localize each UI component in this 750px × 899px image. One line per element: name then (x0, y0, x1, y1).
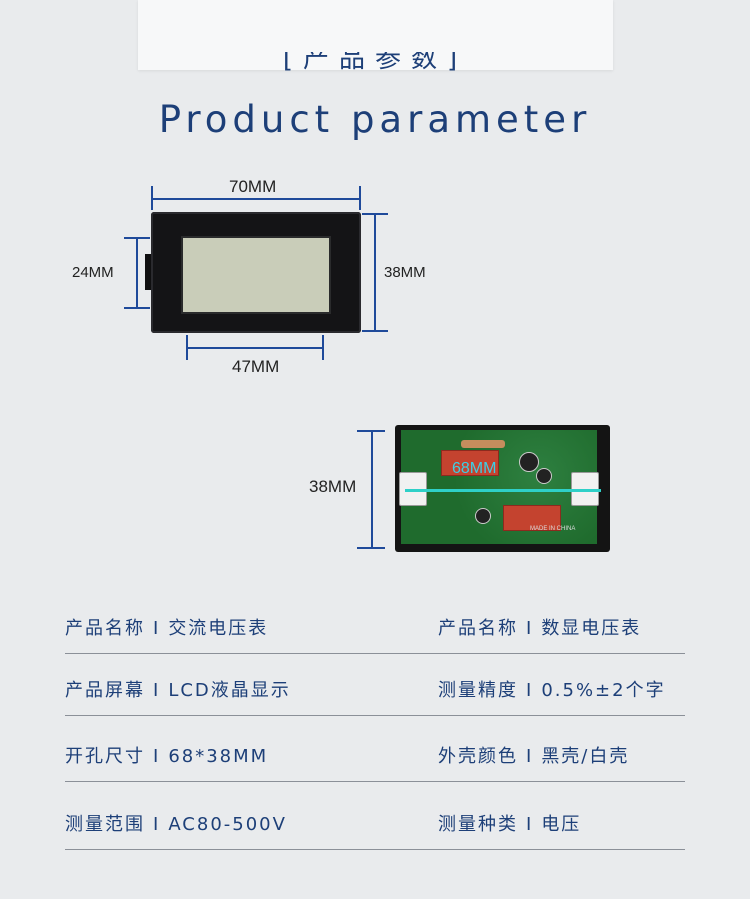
spec-separator: I (153, 618, 161, 639)
window-width-tick-right (322, 335, 324, 360)
spec-item: 外壳颜色 I 黑壳/白壳 (438, 742, 629, 768)
left-height-tick-top (124, 237, 150, 239)
spec-value: 交流电压表 (168, 618, 269, 639)
capacitor-3 (475, 508, 491, 524)
component-red-top (441, 450, 499, 476)
mounting-ear-left (145, 254, 151, 290)
spec-item: 测量精度 I 0.5%±2个字 (438, 676, 666, 702)
left-height-label: 24MM (72, 264, 114, 281)
spec-separator: I (153, 746, 161, 767)
right-height-tick-top (362, 213, 388, 215)
pcb-height-label: 38MM (309, 477, 357, 496)
spec-separator: I (153, 814, 161, 835)
spec-item: 产品名称 I 交流电压表 (65, 614, 268, 640)
spec-label: 测量种类 (438, 814, 518, 835)
spec-value: 黑壳/白壳 (541, 746, 630, 767)
width-top-label: 70MM (229, 177, 277, 196)
spec-label: 产品屏幕 (65, 680, 145, 701)
spec-label: 外壳颜色 (438, 746, 518, 767)
spec-label: 测量范围 (65, 814, 145, 835)
spec-item: 产品名称 I 数显电压表 (438, 614, 641, 640)
spec-separator: I (526, 746, 534, 767)
resistor (461, 440, 505, 448)
made-in-china-marking: MADE IN CHINA (530, 526, 576, 532)
component-red-bottom (503, 505, 561, 531)
spec-value: AC80-500V (168, 814, 287, 835)
spec-separator: I (153, 680, 161, 701)
spec-label: 开孔尺寸 (65, 746, 145, 767)
spec-separator: I (526, 680, 534, 701)
lcd-screen (181, 236, 331, 314)
spec-value: LCD液晶显示 (168, 680, 291, 701)
spec-row: 测量范围 I AC80-500V 测量种类 I 电压 (65, 784, 685, 850)
top-banner-card (138, 0, 613, 70)
right-height-tick-bottom (362, 330, 388, 332)
width-top-tick-right (359, 186, 361, 210)
capacitor-2 (536, 468, 552, 484)
pcb-width-label: 68MM (452, 460, 497, 477)
back-view-pcb (395, 425, 610, 552)
window-width-tick-left (186, 335, 188, 360)
circuit-board (399, 430, 599, 544)
spec-item: 测量种类 I 电压 (438, 810, 581, 836)
spec-label: 测量精度 (438, 680, 518, 701)
spec-value: 68*38MM (168, 746, 269, 767)
row-divider (65, 849, 685, 850)
spec-value: 0.5%±2个字 (541, 680, 666, 701)
front-panel-device (145, 212, 361, 333)
spec-value: 电压 (541, 814, 582, 835)
capacitor-1 (519, 452, 539, 472)
spec-separator: I (526, 814, 534, 835)
spec-value: 数显电压表 (541, 618, 642, 639)
right-height-label: 38MM (384, 264, 426, 281)
pcb-height-line (371, 430, 373, 548)
window-width-line (186, 347, 324, 349)
spec-separator: I (526, 618, 534, 639)
pcb-height-tick-top (357, 430, 385, 432)
section-title-cn: [产品参数] (282, 52, 468, 74)
spec-item: 产品屏幕 I LCD液晶显示 (65, 676, 291, 702)
width-top-tick-left (151, 186, 153, 210)
left-height-line (136, 238, 138, 308)
window-width-label: 47MM (232, 357, 280, 376)
right-height-line (374, 213, 376, 331)
spec-item: 开孔尺寸 I 68*38MM (65, 742, 268, 768)
spec-label: 产品名称 (438, 618, 518, 639)
row-divider (65, 781, 685, 782)
row-divider (65, 653, 685, 654)
section-title-en: Product parameter (158, 98, 592, 141)
spec-item: 测量范围 I AC80-500V (65, 810, 287, 836)
spec-row: 产品名称 I 交流电压表 产品名称 I 数显电压表 (65, 588, 685, 654)
pcb-width-line (405, 489, 601, 492)
pcb-height-tick-bottom (357, 547, 385, 549)
row-divider (65, 715, 685, 716)
spec-row: 开孔尺寸 I 68*38MM 外壳颜色 I 黑壳/白壳 (65, 716, 685, 782)
left-height-tick-bottom (124, 307, 150, 309)
width-top-line (151, 198, 361, 200)
spec-row: 产品屏幕 I LCD液晶显示 测量精度 I 0.5%±2个字 (65, 650, 685, 716)
spec-label: 产品名称 (65, 618, 145, 639)
